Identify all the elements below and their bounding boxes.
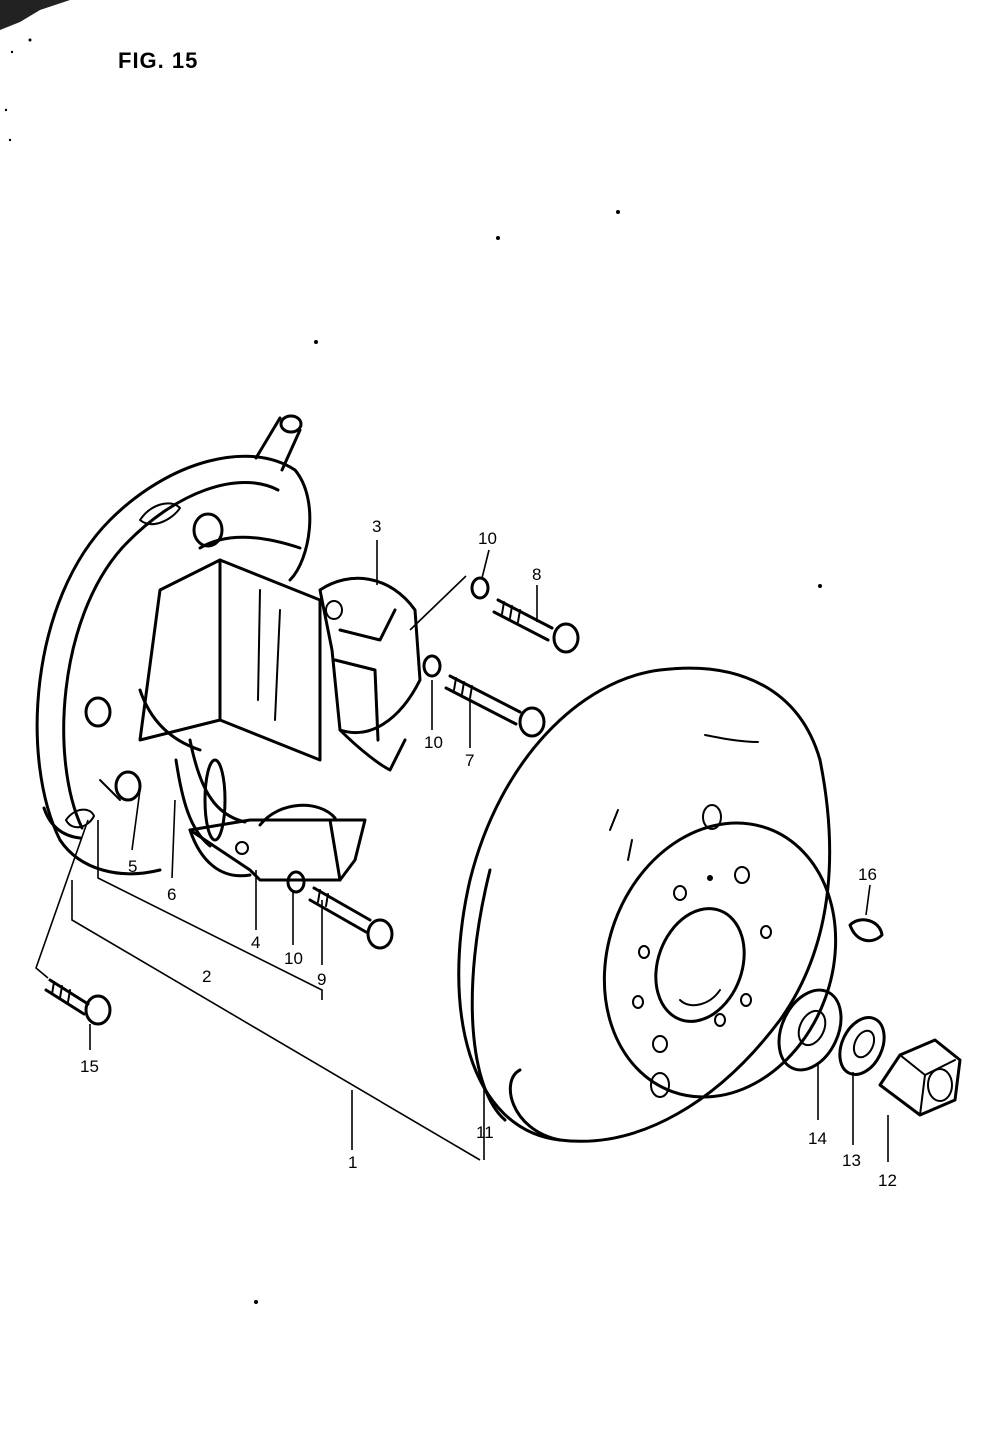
callout-14: 14 [808, 1129, 827, 1148]
callout-16: 16 [858, 865, 877, 884]
washer-10a [470, 576, 490, 600]
callout-7: 7 [465, 751, 474, 770]
rotor-nut [878, 1038, 962, 1117]
callout-labels: 3 10 8 10 7 5 6 4 10 9 2 15 1 11 14 13 1… [80, 517, 897, 1190]
callout-10-low: 10 [284, 949, 303, 968]
flywheel-rotor [457, 666, 838, 1143]
callout-12: 12 [878, 1171, 897, 1190]
lock-washer [838, 1016, 886, 1076]
screw-15 [44, 978, 112, 1026]
scan-noise [0, 0, 822, 1304]
screw-7 [444, 674, 546, 738]
callout-13: 13 [842, 1151, 861, 1170]
callout-6: 6 [167, 885, 176, 904]
woodruff-key [848, 918, 884, 943]
callout-11: 11 [476, 1123, 494, 1142]
callout-1: 1 [348, 1153, 357, 1172]
ignition-coil [188, 803, 367, 882]
figure-title: FIG. 15 [118, 48, 199, 73]
callout-9: 9 [317, 970, 326, 989]
callout-10-mid: 10 [424, 733, 443, 752]
leader-lines [35, 540, 889, 1162]
screw-8 [492, 598, 580, 654]
callout-8: 8 [532, 565, 541, 584]
screw-9 [308, 886, 394, 950]
callout-15: 15 [80, 1057, 99, 1076]
callout-3: 3 [372, 517, 381, 536]
washer-10b [422, 654, 442, 678]
coil-core [138, 535, 322, 848]
callout-4: 4 [251, 933, 260, 952]
stator-base-plate [35, 414, 312, 876]
lighting-coil [318, 576, 422, 772]
washer [777, 988, 843, 1072]
washer-10c [286, 870, 306, 894]
callout-5: 5 [128, 857, 137, 876]
callout-10-top: 10 [478, 529, 497, 548]
callout-2: 2 [202, 967, 211, 986]
